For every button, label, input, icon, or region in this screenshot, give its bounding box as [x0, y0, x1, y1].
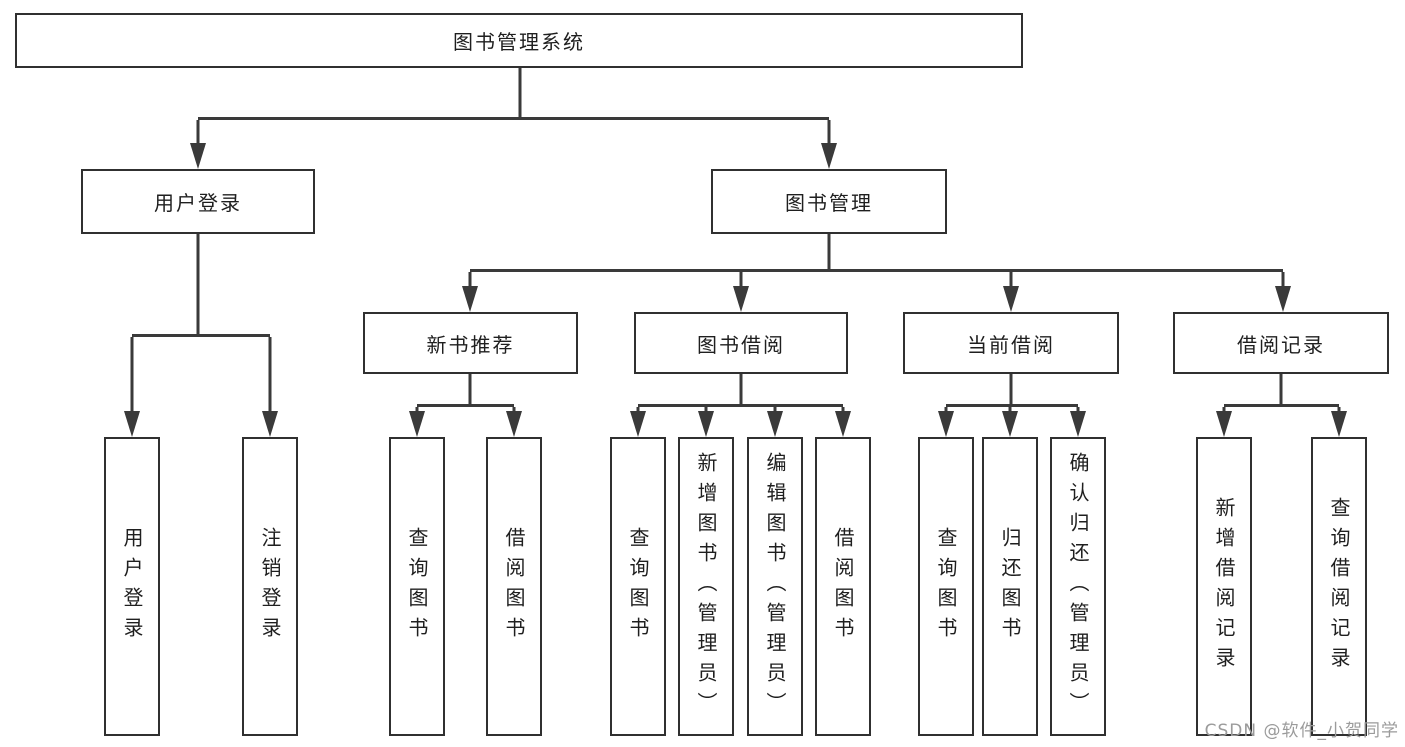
node-current-borrow: 当前借阅 [903, 312, 1119, 374]
node-label: 图书管理 [785, 191, 873, 215]
node-label: 图书管理系统 [453, 30, 585, 54]
node-label: 用户登录 [120, 526, 144, 647]
node-new-book-recommend: 新书推荐 [363, 312, 578, 374]
node-label: 查询图书 [934, 526, 958, 647]
node-book-management: 图书管理 [711, 169, 947, 234]
node-label: 新书推荐 [426, 332, 515, 357]
connector-root-to-level2 [190, 68, 837, 169]
node-label: 归还图书 [998, 526, 1022, 647]
node-label: 确认归还（管理员） [1066, 451, 1090, 722]
leaf-query-books-borrow: 查询图书 [610, 437, 666, 736]
leaf-query-books-recommend: 查询图书 [389, 437, 445, 736]
node-label: 借阅图书 [502, 526, 526, 647]
node-label: 借阅图书 [831, 526, 855, 647]
leaf-user-login: 用户登录 [104, 437, 160, 736]
leaf-query-books-current: 查询图书 [918, 437, 974, 736]
node-label: 新增图书（管理员） [694, 451, 718, 722]
csdn-watermark: CSDN @软件_小贺同学 [1204, 721, 1399, 741]
leaf-edit-books-admin: 编辑图书（管理员） [747, 437, 803, 736]
node-label: 编辑图书（管理员） [763, 451, 787, 722]
node-label: 查询借阅记录 [1327, 496, 1351, 677]
node-label: 查询图书 [626, 526, 650, 647]
connector-new-book-children [409, 374, 522, 437]
node-book-borrow: 图书借阅 [634, 312, 848, 374]
leaf-confirm-return-admin: 确认归还（管理员） [1050, 437, 1106, 736]
leaf-borrow-books-recommend: 借阅图书 [486, 437, 542, 736]
connector-user-login-children [124, 234, 278, 437]
node-label: 用户登录 [154, 191, 242, 215]
node-label: 图书借阅 [697, 332, 785, 357]
node-borrow-records: 借阅记录 [1173, 312, 1389, 374]
node-label: 查询图书 [405, 526, 429, 647]
node-label: 当前借阅 [967, 332, 1055, 357]
connector-borrow-record-children [1216, 374, 1347, 437]
leaf-return-books: 归还图书 [982, 437, 1038, 736]
node-user-login: 用户登录 [81, 169, 315, 234]
node-library-management-system: 图书管理系统 [15, 13, 1023, 68]
node-label: 注销登录 [258, 526, 282, 647]
leaf-borrow-books: 借阅图书 [815, 437, 871, 736]
node-label: 新增借阅记录 [1212, 496, 1236, 677]
leaf-logout: 注销登录 [242, 437, 298, 736]
leaf-add-books-admin: 新增图书（管理员） [678, 437, 734, 736]
connector-book-borrow-children [630, 374, 851, 437]
leaf-query-borrow-record: 查询借阅记录 [1311, 437, 1367, 736]
leaf-add-borrow-record: 新增借阅记录 [1196, 437, 1252, 736]
connector-book-management-children [462, 234, 1291, 312]
connector-current-borrow-children [938, 374, 1086, 437]
node-label: 借阅记录 [1237, 332, 1325, 357]
